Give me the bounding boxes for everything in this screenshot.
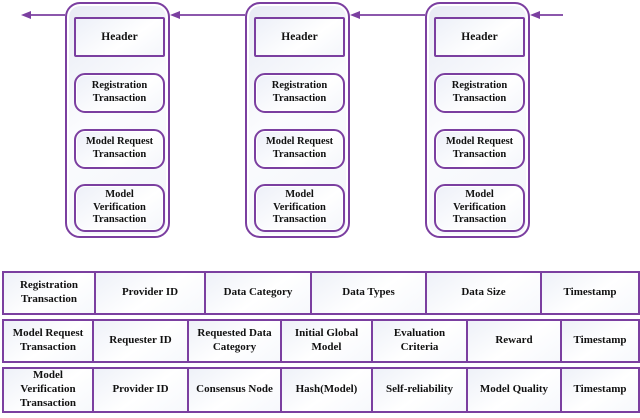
arrow-left-icon: [21, 11, 65, 19]
table-cell: Provider ID: [94, 271, 206, 315]
block-3-model-verification-transaction-box: Model Verification Transaction: [434, 184, 525, 232]
table-cell: Provider ID: [92, 367, 189, 413]
table-cell: Registration Transaction: [2, 271, 96, 315]
transaction-label: Model Request Transaction: [445, 136, 514, 160]
table-cell: Consensus Node: [187, 367, 282, 413]
block-2: Header Registration Transaction Model Re…: [245, 2, 350, 238]
block-header-label: Header: [461, 31, 498, 43]
arrow-left-icon: [170, 11, 245, 19]
table-cell: Timestamp: [540, 271, 640, 315]
table-row-model-verification-transaction: Model Verification Transaction Provider …: [2, 367, 640, 413]
block-3: Header Registration Transaction Model Re…: [425, 2, 530, 238]
transaction-label: Registration Transaction: [271, 80, 328, 104]
table-cell: Initial Global Model: [280, 319, 373, 363]
table-row-registration-transaction: Registration Transaction Provider ID Dat…: [2, 271, 640, 315]
block-3-registration-transaction-box: Registration Transaction: [434, 73, 525, 113]
table-cell: Self-reliability: [371, 367, 468, 413]
block-3-model-request-transaction-box: Model Request Transaction: [434, 129, 525, 169]
table-cell: Reward: [466, 319, 562, 363]
transaction-label: Model Verification Transaction: [272, 188, 327, 226]
transaction-label: Registration Transaction: [451, 80, 508, 104]
block-2-model-request-transaction-box: Model Request Transaction: [254, 129, 345, 169]
block-1-model-verification-transaction-box: Model Verification Transaction: [74, 184, 165, 232]
transaction-label: Model Request Transaction: [85, 136, 154, 160]
table-cell: Evaluation Criteria: [371, 319, 468, 363]
block-header-label: Header: [101, 31, 138, 43]
block-1-header-box: Header: [74, 17, 165, 57]
table-cell: Data Size: [425, 271, 542, 315]
arrow-left-icon: [530, 11, 563, 19]
transaction-label: Model Verification Transaction: [452, 188, 507, 226]
block-header-label: Header: [281, 31, 318, 43]
transaction-label: Model Verification Transaction: [92, 188, 147, 226]
transaction-label: Model Request Transaction: [265, 136, 334, 160]
block-1-registration-transaction-box: Registration Transaction: [74, 73, 165, 113]
table-cell: Data Types: [310, 271, 427, 315]
block-2-model-verification-transaction-box: Model Verification Transaction: [254, 184, 345, 232]
block-1-model-request-transaction-box: Model Request Transaction: [74, 129, 165, 169]
block-1: Header Registration Transaction Model Re…: [65, 2, 170, 238]
table-cell: Timestamp: [560, 367, 640, 413]
table-cell: Timestamp: [560, 319, 640, 363]
block-2-registration-transaction-box: Registration Transaction: [254, 73, 345, 113]
chain-arrows-layer: [21, 11, 563, 19]
table-cell: Requested Data Category: [187, 319, 282, 363]
table-cell: Model Verification Transaction: [2, 367, 94, 413]
table-cell: Hash(Model): [280, 367, 373, 413]
table-cell: Model Quality: [466, 367, 562, 413]
table-row-model-request-transaction: Model Request Transaction Requester ID R…: [2, 319, 640, 363]
table-cell: Requester ID: [92, 319, 189, 363]
table-cell: Model Request Transaction: [2, 319, 94, 363]
transaction-label: Registration Transaction: [91, 80, 148, 104]
table-cell: Data Category: [204, 271, 312, 315]
block-2-header-box: Header: [254, 17, 345, 57]
block-3-header-box: Header: [434, 17, 525, 57]
arrow-left-icon: [350, 11, 425, 19]
